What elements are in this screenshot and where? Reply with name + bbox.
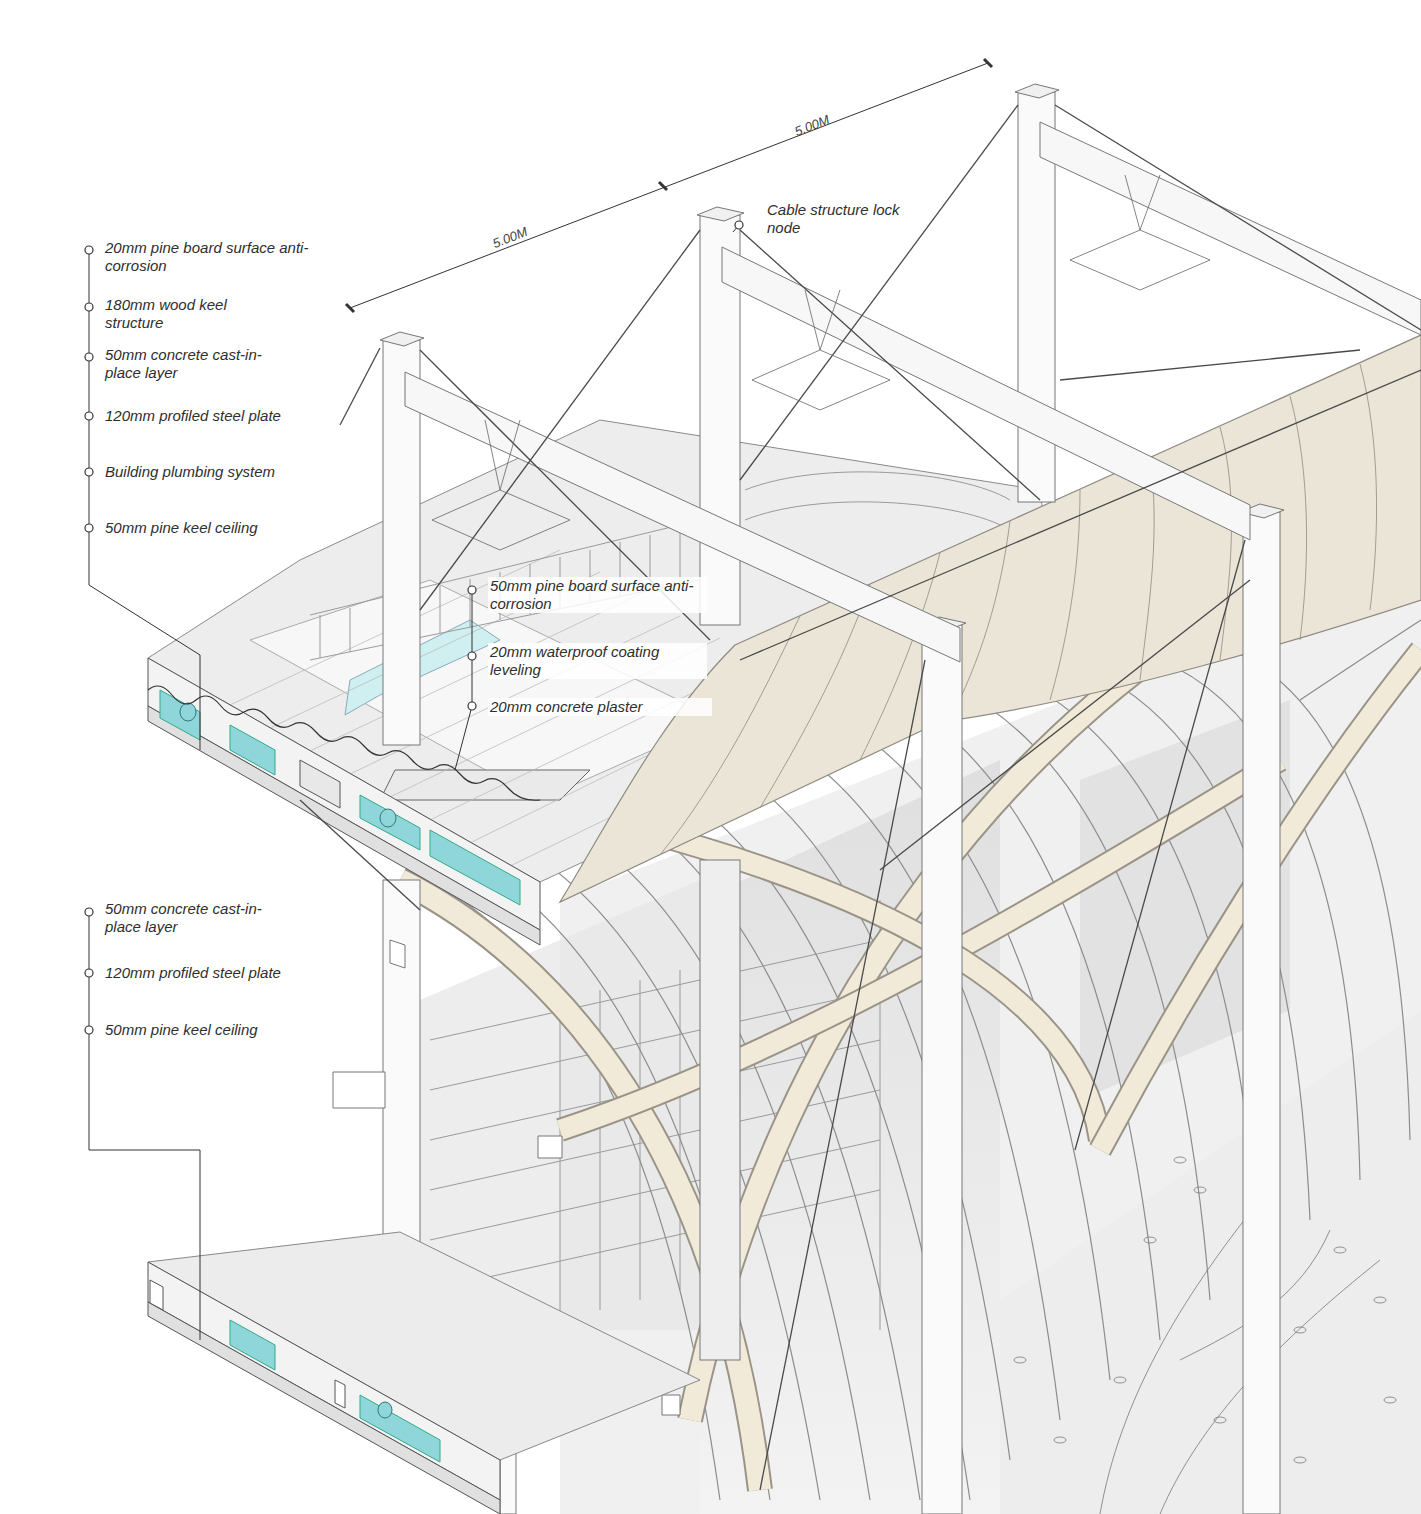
material-label: 50mm concrete cast-in-place layer [105,900,265,936]
material-label: 180mm wood keel structure [105,296,265,332]
dimension-label: 5.00M [490,223,530,253]
beams [333,122,1421,1415]
material-label: 120mm profiled steel plate [105,964,335,982]
material-label: 50mm pine board surface anti-corrosion [488,577,707,613]
leader-dots [85,221,743,1034]
material-label: 50mm pine keel ceiling [105,519,335,537]
material-label: 20mm waterproof coating leveling [488,643,707,679]
dimension-line [346,59,992,312]
slab-section-lower [148,1232,700,1514]
material-label: Cable structure lock node [767,201,917,237]
material-label: 50mm pine keel ceiling [105,1021,335,1039]
material-label: 120mm profiled steel plate [105,407,335,425]
material-label: 20mm concrete plaster [488,698,712,716]
material-label: 20mm pine board surface anti-corrosion [105,239,320,275]
tree-sketch [1014,1157,1396,1514]
material-label: Building plumbing system [105,463,335,481]
material-label: 50mm concrete cast-in-place layer [105,346,265,382]
leader-lines [89,225,739,1340]
dimension-label: 5.00M [792,111,832,141]
